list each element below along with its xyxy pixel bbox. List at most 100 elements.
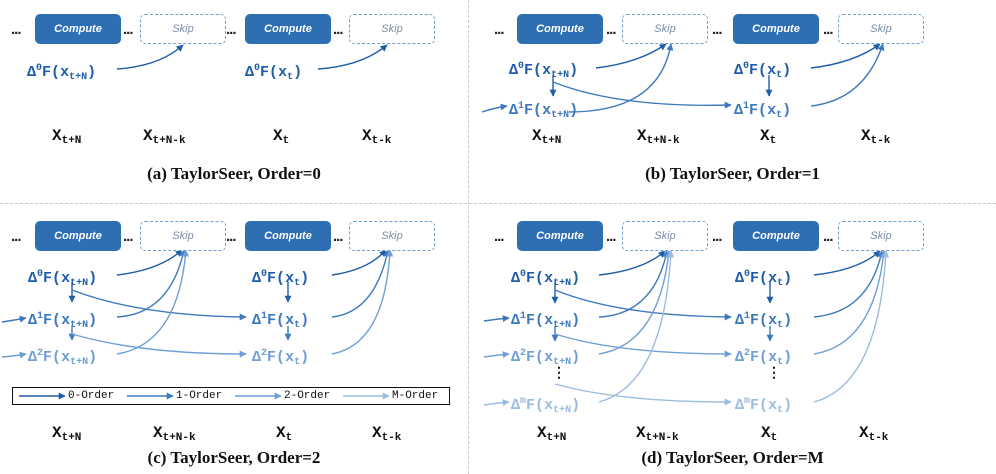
arrow-2-order: [554, 333, 732, 358]
delta-0-f-term: Δ0F(xt+N): [511, 269, 581, 289]
ellipsis: ...: [11, 228, 21, 245]
ellipsis: ...: [333, 228, 343, 245]
panel-order-0: ... Compute ... Skip ... Compute ... Ski…: [0, 0, 468, 203]
arrow-0-order: [116, 44, 184, 70]
arrow-layer: [1, 249, 394, 359]
skip-box: Skip: [838, 14, 924, 44]
timestep-label: Xt+N-k: [153, 424, 196, 444]
ellipsis: ...: [123, 228, 133, 245]
arrow-2-order: [116, 249, 189, 355]
vertical-ellipsis: ⋮: [552, 364, 566, 380]
compute-box: Compute: [517, 221, 603, 251]
ellipsis: ...: [712, 21, 722, 38]
compute-box: Compute: [35, 221, 121, 251]
timestep-label: Xt-k: [861, 127, 891, 147]
horizontal-divider: [0, 203, 996, 204]
delta-1-f-term: Δ1F(xt+N): [511, 311, 581, 331]
arrow-0-order: [595, 43, 667, 69]
compute-box: Compute: [245, 14, 331, 44]
vertical-divider: [468, 0, 469, 474]
timestep-label: Xt-k: [859, 424, 889, 444]
skip-box: Skip: [838, 221, 924, 251]
vertical-ellipsis: ⋮: [767, 364, 781, 380]
ellipsis: ...: [226, 228, 236, 245]
ellipsis: ...: [123, 21, 133, 38]
timestep-label: Xt: [276, 424, 293, 444]
legend-label-0-order: 0-Order: [68, 390, 115, 402]
panel-order-2: ... Compute ... Skip ... Compute ... Ski…: [0, 204, 468, 474]
arrow-0-order: [116, 249, 183, 276]
legend-label-1-order: 1-Order: [176, 390, 223, 402]
arrow-1-order: [481, 103, 508, 113]
caption: (d) TaylorSeer, Order=M: [641, 448, 824, 467]
legend-label-2-order: 2-Order: [284, 390, 331, 402]
delta-m-f-term: ΔmF(xt+N): [511, 396, 581, 416]
delta-0-f-term: Δ0F(xt): [734, 61, 792, 81]
arrow-1-order: [116, 249, 187, 318]
ellipsis: ...: [823, 228, 833, 245]
arrow-2-order: [1, 351, 27, 359]
compute-box: Compute: [517, 14, 603, 44]
panel-order-m: ... Compute ... Skip ... Compute ... Ski…: [469, 204, 996, 474]
arrow-1-order: [598, 250, 670, 318]
delta-0-f-term: Δ0F(xt): [735, 269, 793, 289]
legend: 0-Order 1-Order 2-Order M-Order: [12, 387, 450, 405]
timestep-label: Xt+N: [52, 127, 82, 147]
arrow-0-order: [810, 43, 881, 69]
delta-0-f-term: Δ0F(xt): [252, 269, 310, 289]
delta-0-f-term: Δ0F(xt+N): [28, 269, 98, 289]
delta-1-f-term: Δ1F(xt): [734, 101, 792, 121]
delta-2-f-term: Δ2F(xt): [735, 348, 793, 368]
arrow-0-order: [813, 250, 881, 276]
timestep-label: Xt: [273, 127, 290, 147]
arrow-1-order: [71, 289, 247, 321]
caption: (a) TaylorSeer, Order=0: [147, 164, 321, 183]
arrow-2-order: [71, 333, 247, 358]
ellipsis: ...: [494, 228, 504, 245]
arrow-layer: [481, 43, 885, 113]
arrow-m-order: [598, 250, 675, 403]
delta-1-f-term: Δ1F(xt): [735, 311, 793, 331]
skip-box: Skip: [622, 14, 708, 44]
arrow-1-order: [1, 315, 27, 323]
arrow-2-order: [331, 249, 394, 355]
caption: (c) TaylorSeer, Order=2: [147, 448, 321, 467]
caption: (b) TaylorSeer, Order=1: [645, 164, 820, 183]
arrow-m-order: [554, 383, 732, 406]
ellipsis: ...: [11, 21, 21, 38]
delta-2-f-term: Δ2F(xt+N): [511, 348, 581, 368]
arrow-layer: [116, 44, 388, 70]
arrow-1-order: [554, 289, 732, 321]
skip-box: Skip: [140, 14, 226, 44]
delta-1-f-term: Δ1F(xt): [252, 311, 310, 331]
skip-box: Skip: [349, 14, 435, 44]
timestep-label: Xt+N: [537, 424, 567, 444]
timestep-label: Xt-k: [372, 424, 402, 444]
arrow-0-order: [598, 250, 666, 276]
timestep-label: Xt: [760, 127, 777, 147]
arrow-m-order: [483, 399, 510, 407]
skip-box: Skip: [622, 221, 708, 251]
timestep-label: Xt+N: [52, 424, 82, 444]
arrow-1-order: [331, 249, 391, 318]
delta-2-f-term: Δ2F(xt): [252, 348, 310, 368]
delta-1-f-term: Δ1F(xt+N): [509, 101, 579, 121]
compute-box: Compute: [245, 221, 331, 251]
arrow-1-order: [483, 315, 510, 323]
panel-order-1: ... Compute ... Skip ... Compute ... Ski…: [469, 0, 996, 203]
arrow-1-order: [813, 250, 885, 318]
arrow-1-order: [568, 43, 674, 113]
arrow-layer: [483, 250, 890, 407]
compute-box: Compute: [733, 221, 819, 251]
compute-box: Compute: [35, 14, 121, 44]
timestep-label: Xt+N-k: [636, 424, 679, 444]
ellipsis: ...: [712, 228, 722, 245]
ellipsis: ...: [606, 228, 616, 245]
delta-0-f-term: Δ0F(xt): [245, 63, 303, 83]
timestep-label: Xt+N-k: [143, 127, 186, 147]
ellipsis: ...: [494, 21, 504, 38]
timestep-label: Xt-k: [362, 127, 392, 147]
legend-label-m-order: M-Order: [392, 390, 439, 402]
delta-0-f-term: Δ0F(xt+N): [27, 63, 97, 83]
